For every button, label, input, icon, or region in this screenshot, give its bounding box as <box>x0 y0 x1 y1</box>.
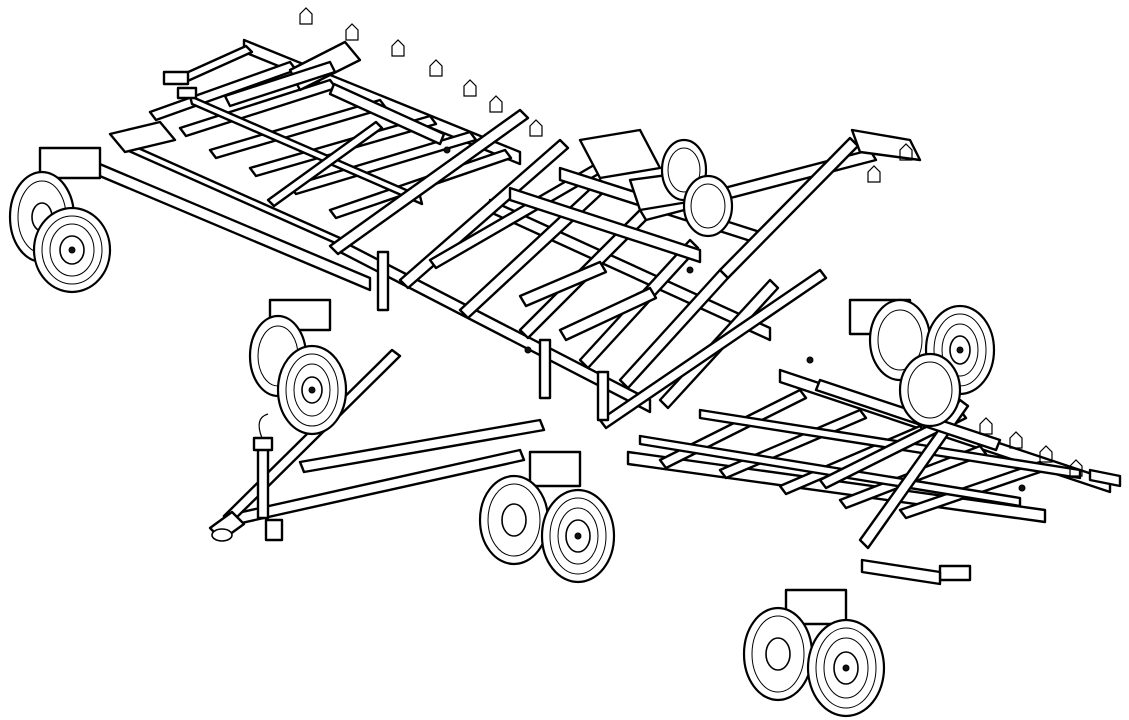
bolt-details <box>68 146 1026 672</box>
front-center-wheels <box>478 450 616 584</box>
left-wing-outer-wheels <box>8 146 112 294</box>
left-wing-frame <box>93 7 543 292</box>
center-frame <box>328 108 922 430</box>
rear-center-wheels <box>660 138 734 238</box>
left-center-wheels <box>248 298 348 436</box>
parking-jack <box>252 413 284 542</box>
right-wing-outer-wheels <box>742 588 886 718</box>
right-wing-frame <box>626 368 1122 586</box>
